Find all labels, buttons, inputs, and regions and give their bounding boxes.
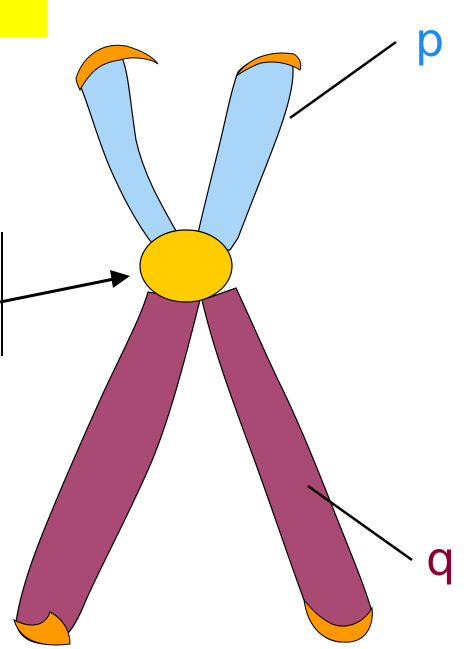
centromere-arrowhead [110, 270, 130, 288]
q-arm-left [16, 292, 200, 644]
p-arm-left [78, 57, 188, 253]
centromere-arrow-line [0, 279, 114, 302]
q-arm-label: q [426, 532, 455, 586]
q-arm-right [202, 288, 372, 642]
yellow-highlight-block [0, 0, 47, 37]
p-arm-pointer-line [290, 42, 396, 118]
p-arm-label: p [415, 13, 444, 67]
p-arm-right [196, 58, 293, 250]
centromere [140, 230, 232, 302]
